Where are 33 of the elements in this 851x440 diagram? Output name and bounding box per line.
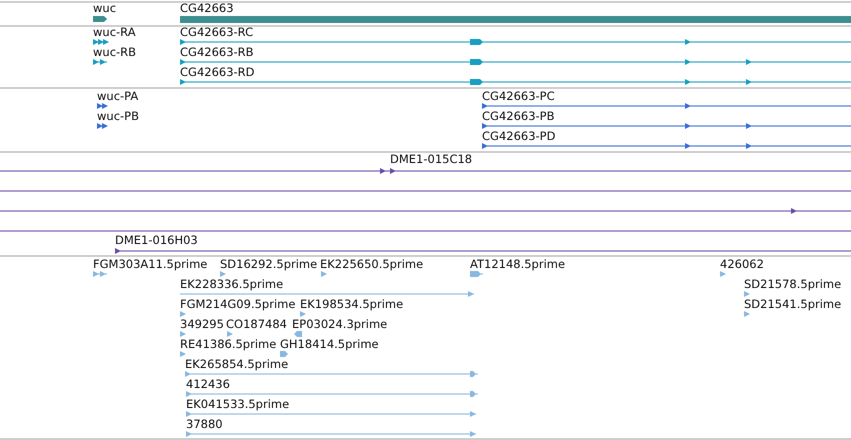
feature-name: EK225650.5prime: [320, 258, 424, 271]
feature-name: CO187484: [226, 318, 287, 331]
feature-name: AT12148.5prime: [470, 258, 566, 271]
feature-name: DME1-015C18: [390, 153, 472, 166]
feature-name: SD21541.5prime: [744, 298, 842, 311]
feature-name: wuc-PA: [97, 90, 138, 103]
feature-name: CG42663-PC: [482, 90, 555, 103]
feature-name: wuc-RB: [93, 46, 136, 59]
feature-name: FGM303A11.5prime: [93, 258, 208, 271]
feature-name: CG42663-RC: [180, 26, 254, 39]
feature-name: EK041533.5prime: [186, 398, 290, 411]
feature-name: EK198534.5prime: [300, 298, 404, 311]
feature-name: SD21578.5prime: [744, 278, 842, 291]
feature-name: GH18414.5prime: [280, 338, 379, 351]
feature-name: CG42663-RB: [180, 46, 254, 59]
feature-name: RE41386.5prime: [180, 338, 276, 351]
feature-name: DME1-016H03: [115, 234, 198, 247]
feature-name: 412436: [186, 378, 230, 391]
feature-name: CG42663: [180, 2, 234, 15]
feature-name: FGM214G09.5prime: [180, 298, 296, 311]
feature-name: 426062: [720, 258, 764, 271]
feature-name: wuc: [93, 2, 116, 15]
feature-name: CG42663-RD: [180, 66, 255, 79]
feature-name: wuc-PB: [97, 110, 139, 123]
feature-name: 349295: [180, 318, 224, 331]
feature-name: EK228336.5prime: [180, 278, 284, 291]
feature-name: CG42663-PB: [482, 110, 554, 123]
feature-name: CG42663-PD: [482, 130, 556, 143]
feature-name: 37880: [186, 418, 223, 431]
feature-name: SD16292.5prime: [220, 258, 318, 271]
feature-name: EK265854.5prime: [185, 358, 288, 371]
feature-name: wuc-RA: [93, 26, 136, 39]
feature-name: EP03024.3prime: [292, 318, 388, 331]
